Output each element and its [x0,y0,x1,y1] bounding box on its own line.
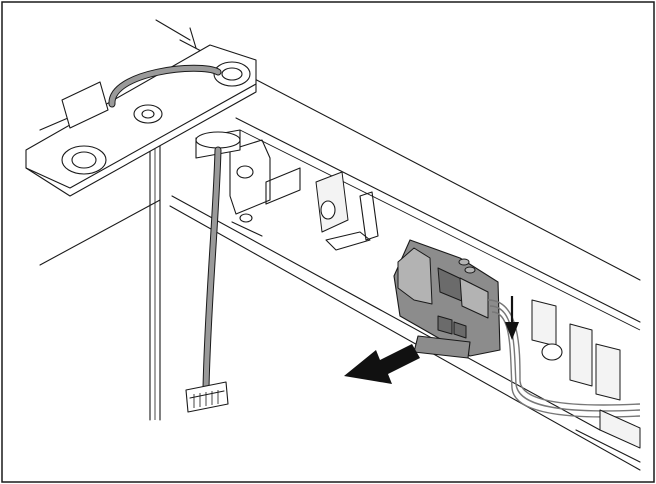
push-down-arrow-icon [505,296,519,340]
hanging-cable [202,146,222,392]
electronic-module [393,239,501,359]
rail-details [229,139,379,251]
right-clips [531,299,641,463]
wire-harness [487,299,641,418]
cable-loop [108,64,222,108]
housing-panel [39,19,641,471]
cable-connector [185,381,229,413]
pull-out-arrow-icon [344,344,420,384]
mounting-bracket [25,44,257,197]
